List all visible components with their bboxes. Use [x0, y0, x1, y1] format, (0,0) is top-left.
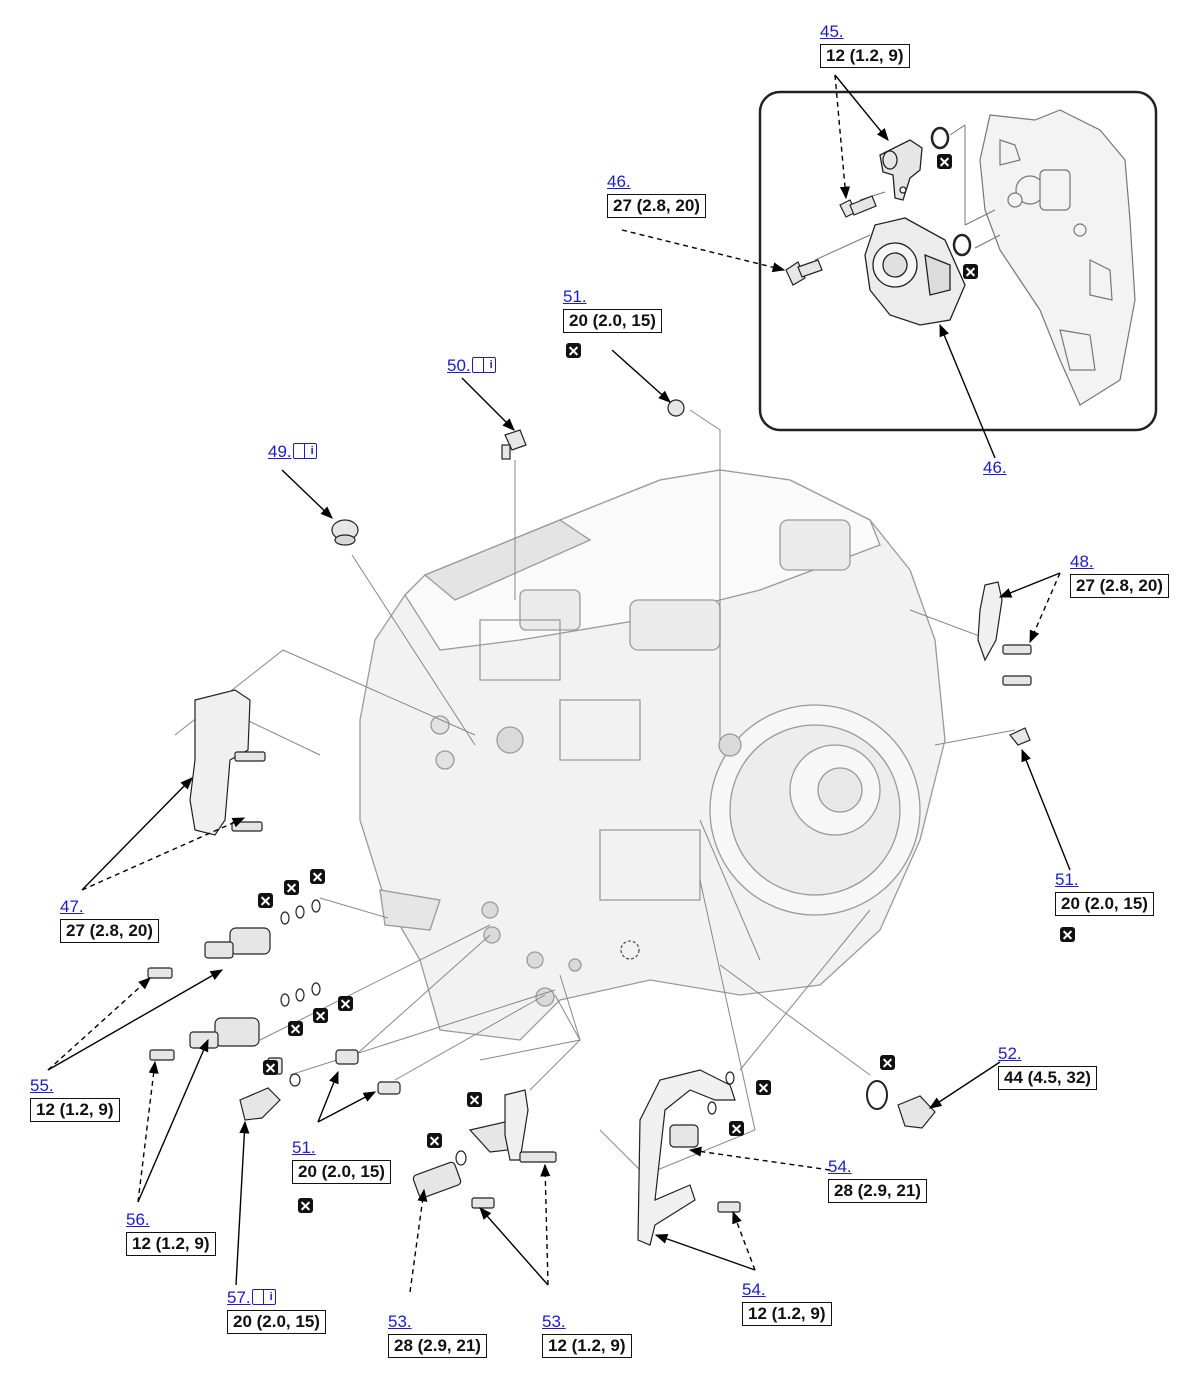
- torque-spec-56: 12 (1.2, 9): [126, 1232, 216, 1256]
- callout-57: 57. 20 (2.0, 15): [227, 1287, 326, 1334]
- torque-spec-54-bolt: 28 (2.9, 21): [828, 1179, 927, 1203]
- callout-56: 56. 12 (1.2, 9): [126, 1210, 216, 1256]
- torque-spec-54-bracket: 12 (1.2, 9): [742, 1302, 832, 1326]
- sensor-housing-46: [864, 217, 966, 326]
- callout-55: 55. 12 (1.2, 9): [30, 1076, 120, 1122]
- ref-link-51-right[interactable]: 51.: [1055, 870, 1079, 889]
- torque-spec-47: 27 (2.8, 20): [60, 919, 159, 943]
- replace-part-icon: [338, 996, 353, 1011]
- ref-link-53-large[interactable]: 53.: [388, 1312, 412, 1331]
- torque-spec-46: 27 (2.8, 20): [607, 194, 706, 218]
- manual-book-icon[interactable]: [471, 355, 496, 375]
- callout-45: 45. 12 (1.2, 9): [820, 22, 910, 68]
- torque-spec-52: 44 (4.5, 32): [998, 1066, 1097, 1090]
- replace-part-icon: [963, 264, 978, 279]
- replace-part-icon: [756, 1080, 771, 1095]
- ref-link-46-housing[interactable]: 46.: [983, 458, 1007, 477]
- replace-part-icon: [566, 343, 581, 358]
- ref-link-52[interactable]: 52.: [998, 1044, 1022, 1063]
- torque-spec-45: 12 (1.2, 9): [820, 44, 910, 68]
- callout-48: 48. 27 (2.8, 20): [1070, 552, 1169, 598]
- callout-47: 47. 27 (2.8, 20): [60, 897, 159, 943]
- ref-link-50[interactable]: 50.: [447, 355, 496, 376]
- replace-part-icon: [729, 1121, 744, 1136]
- ref-link-54-bracket[interactable]: 54.: [742, 1280, 766, 1299]
- torque-spec-48: 27 (2.8, 20): [1070, 574, 1169, 598]
- torque-spec-51-bottom: 20 (2.0, 15): [292, 1160, 391, 1184]
- callout-50: 50.: [447, 355, 496, 376]
- o-ring-45: [930, 126, 950, 150]
- ref-link-54-bolt[interactable]: 54.: [828, 1157, 852, 1176]
- callout-53-small: 53. 12 (1.2, 9): [542, 1312, 632, 1358]
- o-ring-46: [952, 233, 972, 257]
- torque-spec-53-large: 28 (2.9, 21): [388, 1334, 487, 1358]
- replace-part-icon: [310, 869, 325, 884]
- ref-link-55[interactable]: 55.: [30, 1076, 54, 1095]
- ref-link-48[interactable]: 48.: [1070, 552, 1094, 571]
- ref-link-47[interactable]: 47.: [60, 897, 84, 916]
- torque-spec-55: 12 (1.2, 9): [30, 1098, 120, 1122]
- replace-part-icon: [284, 880, 299, 895]
- callout-52: 52. 44 (4.5, 32): [998, 1044, 1097, 1090]
- replace-part-icon: [1060, 927, 1075, 942]
- callout-51-bottom: 51. 20 (2.0, 15): [292, 1138, 391, 1184]
- torque-spec-57: 20 (2.0, 15): [227, 1310, 326, 1334]
- replace-part-icon: [467, 1092, 482, 1107]
- callout-54-bracket: 54. 12 (1.2, 9): [742, 1280, 832, 1326]
- ref-link-49[interactable]: 49.: [268, 441, 317, 462]
- ref-link-56[interactable]: 56.: [126, 1210, 150, 1229]
- callout-51-top: 51. 20 (2.0, 15): [563, 287, 662, 333]
- callout-46-bolt: 46. 27 (2.8, 20): [607, 172, 706, 218]
- leader-arrows: [47, 74, 1071, 1286]
- bolt-46: [785, 259, 823, 286]
- bolt-45: [839, 195, 877, 218]
- ref-link-51-bottom[interactable]: 51.: [292, 1138, 316, 1157]
- torque-spec-53-small: 12 (1.2, 9): [542, 1334, 632, 1358]
- speed-sensor-45: [879, 139, 923, 201]
- inset-case-fragment: [979, 109, 1136, 406]
- replace-part-icon: [427, 1133, 442, 1148]
- replace-part-icon: [313, 1008, 328, 1023]
- callout-49: 49.: [268, 441, 317, 462]
- replace-part-icon: [258, 893, 273, 908]
- callout-51-right: 51. 20 (2.0, 15): [1055, 870, 1154, 916]
- replace-part-icon: [298, 1198, 313, 1213]
- ref-link-57[interactable]: 57.: [227, 1287, 326, 1308]
- callout-46-housing: 46.: [983, 458, 1007, 478]
- torque-spec-51-right: 20 (2.0, 15): [1055, 892, 1154, 916]
- replace-part-icon: [288, 1021, 303, 1036]
- leader-arrows-dashed: [47, 74, 1061, 1293]
- replace-part-icon: [263, 1060, 278, 1075]
- manual-book-icon[interactable]: [292, 441, 317, 461]
- ref-link-46[interactable]: 46.: [607, 172, 631, 191]
- callout-54-bolt: 54. 28 (2.9, 21): [828, 1157, 927, 1203]
- transmission-case: [359, 469, 946, 1041]
- replace-part-icon: [937, 154, 952, 169]
- callout-53-large: 53. 28 (2.9, 21): [388, 1312, 487, 1358]
- torque-spec-51-top: 20 (2.0, 15): [563, 309, 662, 333]
- manual-book-icon[interactable]: [251, 1287, 276, 1307]
- ref-link-45[interactable]: 45.: [820, 22, 844, 41]
- replace-part-icon: [880, 1055, 895, 1070]
- ref-link-51-top[interactable]: 51.: [563, 287, 587, 306]
- ref-link-53-small[interactable]: 53.: [542, 1312, 566, 1331]
- guide-lines: [174, 409, 1016, 1176]
